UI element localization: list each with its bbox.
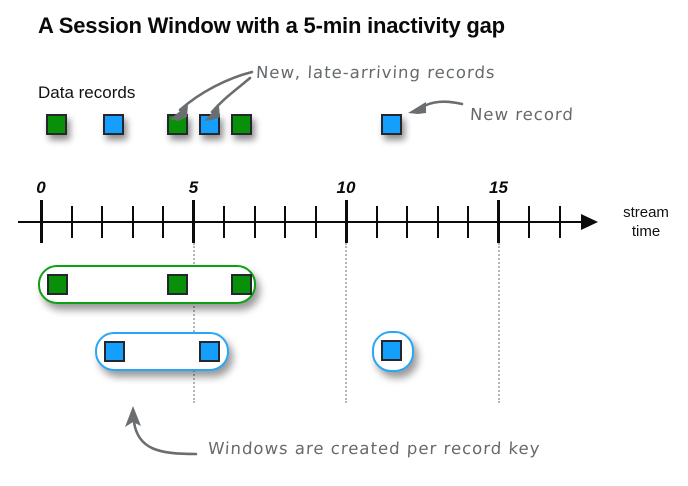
axis-tick-minor-12 — [406, 206, 408, 238]
guide-line-5 — [192, 243, 195, 403]
axis-tick-major-10 — [344, 200, 348, 243]
window-record-blue-1-0 — [104, 341, 125, 362]
stream-time-axis — [18, 221, 596, 223]
axis-tick-minor-17 — [558, 206, 561, 238]
stream-time-label: stream time — [608, 203, 684, 241]
guide-line-15 — [497, 243, 500, 403]
axis-label-5: 5 — [188, 178, 199, 197]
window-record-blue-1-1 — [199, 341, 220, 362]
axis-tick-minor-6 — [223, 206, 225, 238]
axis-label-10: 10 — [336, 178, 356, 197]
data-record-blue-1 — [103, 114, 124, 135]
axis-tick-minor-11 — [375, 206, 378, 238]
window-record-blue-2-0 — [381, 340, 402, 361]
stream-label-line2: time — [631, 223, 661, 240]
window-record-green-0-1 — [167, 274, 188, 295]
window-record-green-0-0 — [47, 274, 68, 295]
data-record-green-2 — [167, 114, 188, 135]
annotation-windows-per-key: Windows are created per record key — [207, 439, 541, 458]
data-record-blue-3 — [199, 114, 220, 135]
axis-tick-minor-7 — [253, 206, 256, 238]
annotation-late-arriving-records: New, late-arriving records — [255, 63, 497, 82]
axis-tick-minor-2 — [101, 206, 103, 238]
session-window-green-0 — [38, 265, 256, 304]
axis-tick-minor-16 — [528, 206, 530, 238]
axis-tick-minor-4 — [162, 206, 164, 238]
page-title: A Session Window with a 5-min inactivity… — [38, 13, 505, 38]
guide-line-10 — [345, 243, 347, 403]
axis-tick-minor-1 — [70, 206, 73, 238]
axis-tick-minor-14 — [467, 206, 469, 238]
axis-tick-minor-9 — [314, 206, 317, 238]
axis-tick-minor-13 — [436, 206, 439, 238]
axis-label-15: 15 — [489, 178, 508, 197]
stream-label-line1: stream — [623, 204, 669, 221]
axis-tick-minor-8 — [284, 206, 286, 238]
data-record-blue-5 — [381, 114, 402, 135]
axis-tick-major-0 — [39, 200, 43, 243]
data-records-label: Data records — [38, 83, 136, 102]
data-record-green-4 — [231, 114, 252, 135]
annotation-new-record: New record — [469, 105, 575, 124]
axis-arrowhead — [581, 214, 598, 230]
window-record-green-0-2 — [231, 274, 252, 295]
axis-tick-major-15 — [497, 200, 500, 243]
axis-label-0: 0 — [36, 178, 46, 197]
data-record-green-0 — [46, 114, 67, 135]
axis-tick-major-5 — [192, 200, 195, 243]
axis-tick-minor-3 — [131, 206, 134, 238]
